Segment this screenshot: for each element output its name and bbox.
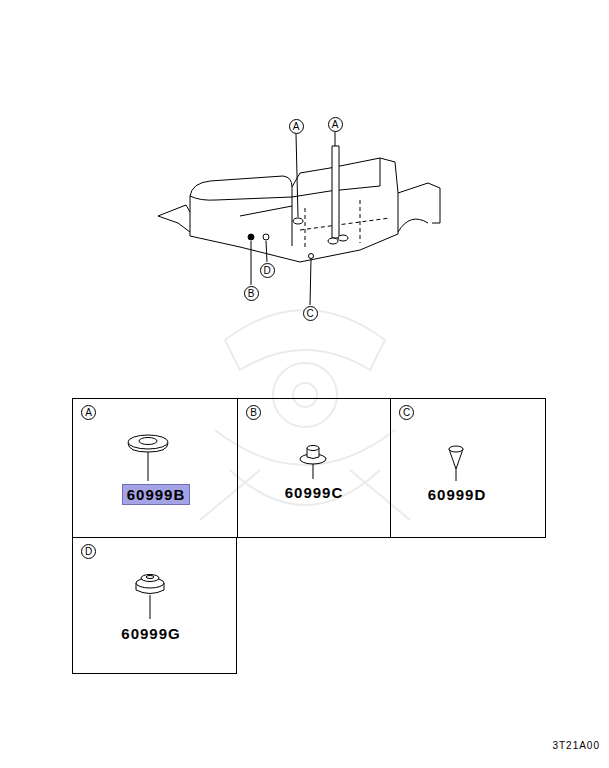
leader-line	[456, 469, 457, 481]
rear-bar	[332, 146, 339, 238]
watermark-ring	[273, 363, 337, 427]
cone-plug-top	[449, 446, 463, 452]
watermark-arc	[200, 470, 410, 520]
plug-hole	[338, 235, 348, 241]
leader-line	[335, 132, 336, 146]
watermark-logo	[200, 310, 410, 520]
leader-line	[148, 452, 149, 481]
part-number: 60999G	[117, 624, 184, 643]
watermark-arc	[215, 430, 395, 505]
grommet-hole	[146, 576, 154, 579]
footwell-line	[240, 206, 292, 216]
part-panel: C 60999D	[390, 398, 546, 538]
plug-hole	[293, 218, 303, 224]
floor-seam	[300, 200, 390, 250]
rear-wheel-arch	[398, 193, 428, 234]
part-number: 60999D	[424, 485, 491, 504]
leader-line	[251, 241, 252, 285]
watermark-ring	[293, 383, 317, 407]
callout-letter: A	[289, 119, 304, 134]
callout-letter: C	[303, 306, 318, 321]
callout-letter: B	[244, 286, 259, 301]
hood-side	[190, 196, 292, 246]
panel-letter: B	[246, 405, 261, 420]
diagram-code: 3T21A00	[552, 740, 600, 751]
hood-edge	[190, 196, 292, 200]
part-number: 60999C	[281, 483, 348, 502]
plug-hole	[263, 234, 269, 240]
callout-letter: D	[260, 263, 275, 278]
plug-hole	[328, 238, 338, 244]
part-icons	[128, 435, 463, 619]
part-number: 60999B	[122, 484, 191, 505]
hood-top	[190, 176, 292, 197]
plug-top	[307, 446, 319, 451]
leader-line	[266, 241, 267, 262]
washer-icon	[128, 435, 168, 449]
part-panel: B 60999C	[237, 398, 391, 538]
rear-tub	[380, 158, 440, 223]
panel-letter: D	[81, 544, 96, 559]
front-fender	[158, 205, 190, 232]
leader-line	[310, 259, 311, 305]
leader-line	[150, 595, 151, 619]
plug-hole	[248, 234, 254, 240]
leader-line	[313, 464, 314, 479]
callout-letter: A	[328, 117, 343, 132]
panel-letter: C	[399, 405, 414, 420]
body-sill	[190, 234, 398, 262]
part-panel: A 60999B	[72, 398, 238, 538]
grommet-top	[141, 575, 159, 582]
vehicle-body	[158, 146, 440, 262]
part-panel: D 60999G	[72, 537, 237, 674]
plug-hole	[309, 254, 314, 259]
panel-letter: A	[81, 405, 96, 420]
leader-lines	[251, 132, 335, 305]
leader-line	[296, 134, 298, 217]
washer-hole	[139, 438, 157, 445]
